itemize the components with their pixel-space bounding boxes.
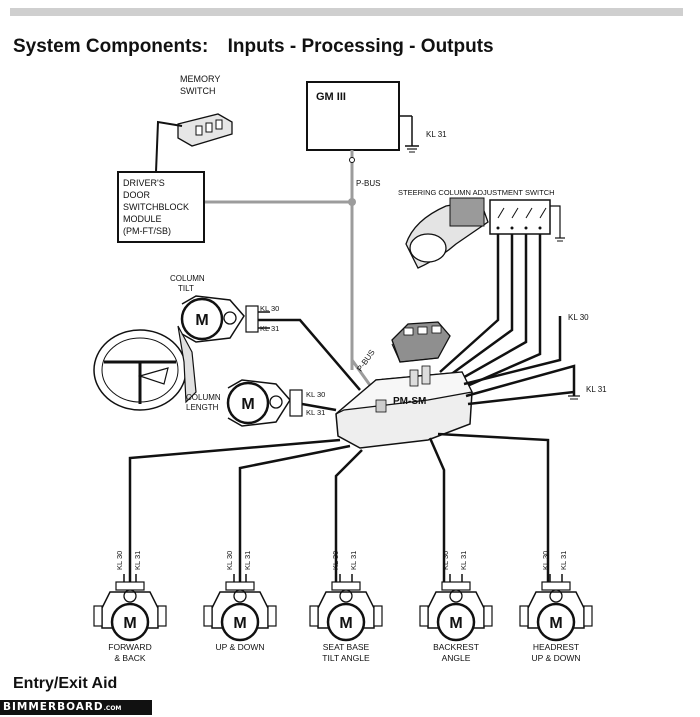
seat-motor-wiring [128,432,550,586]
gm-module-label: GM III [316,91,346,103]
seat-motor-kl31: KL 31 [559,551,568,570]
seat-motor-label: TILT ANGLE [322,653,370,663]
steering-switch-label: STEERING COLUMN ADJUSTMENT SWITCH [398,188,555,197]
seat-motor-label: ANGLE [442,653,471,663]
bimmerboard-logo: BIMMERBOARD.COM [0,700,152,715]
memory-keypad [391,321,451,363]
seat-motor-kl30: KL 30 [541,551,550,570]
tilt-motor-letter: M [195,312,208,329]
footer-title: Entry/Exit Aid [13,675,118,692]
pbus-label-bottom: P-BUS [355,348,376,373]
pmsm-kl30: KL 30 [568,313,589,322]
door-module-label-5: (PM-FT/SB) [123,226,171,236]
pm-sm-module: PM-SM [335,365,473,449]
seat-motor-label: UP & DOWN [216,642,265,652]
length-motor-letter: M [241,396,254,413]
seat-motor-kl30: KL 30 [331,551,340,570]
length-kl30: KL 30 [306,390,325,399]
top-rule [10,8,683,16]
seat-motor-1: M KL 30 KL 31 FORWARD& BACK [93,551,167,663]
column-tilt-label-2: TILT [178,284,194,293]
seat-motor-letter: M [123,615,136,632]
column-tilt-label-1: COLUMN [170,274,205,283]
seat-motor-kl31: KL 31 [349,551,358,570]
memory-switch-label-2: SWITCH [180,86,216,96]
column-length-motor: COLUMN LENGTH M KL 30 KL 31 [186,379,337,427]
column-tilt-motor: COLUMN TILT M KL 30 KL 31 [170,274,361,391]
tilt-kl31: KL 31 [260,324,279,333]
gm-kl31: KL 31 [426,130,447,139]
length-kl31: KL 31 [306,408,325,417]
seat-motors: M KL 30 KL 31 FORWARD& BACK M KL 30 KL 31 UP & … [93,551,593,663]
seat-motor-letter: M [339,615,352,632]
seat-motor-label: BACKREST [433,642,479,652]
tilt-kl30: KL 30 [260,304,279,313]
seat-motor-kl31: KL 31 [133,551,142,570]
seat-motor-kl30: KL 30 [115,551,124,570]
seat-motor-kl30: KL 30 [441,551,450,570]
column-length-label-1: COLUMN [186,393,221,402]
column-length-label-2: LENGTH [186,403,219,412]
seat-motor-label: HEADREST [533,642,579,652]
door-module-label-4: MODULE [123,214,162,224]
seat-motor-label: UP & DOWN [532,653,581,663]
gm-module: GM III KL 31 [306,81,447,153]
seat-motor-letter: M [233,615,246,632]
seat-motor-letter: M [449,615,462,632]
seat-motor-label: SEAT BASE [323,642,370,652]
title-part-1: System Components: [13,36,209,57]
pmsm-kl31: KL 31 [586,385,607,394]
door-module: DRIVER'S DOOR SWITCHBLOCK MODULE (PM-FT/… [117,171,205,243]
seat-motor-2: M KL 30 KL 31 UP & DOWN [203,551,277,652]
seat-motor-label: FORWARD [108,642,151,652]
title-part-2: Inputs - Processing - Outputs [227,36,494,57]
page-title: System Components: Inputs - Processing -… [13,36,508,58]
memory-switch-label-1: MEMORY [180,74,220,84]
pm-sm-power: KL 30 KL 31 [463,313,607,406]
seat-motor-kl31: KL 31 [459,551,468,570]
door-module-label-1: DRIVER'S [123,178,165,188]
steering-column-switch: STEERING COLUMN ADJUSTMENT SWITCH [398,188,565,392]
seat-motor-kl30: KL 30 [225,551,234,570]
memory-switch: MEMORY SWITCH [155,74,233,173]
door-module-label-2: DOOR [123,190,151,200]
pbus-line: P-BUS P-BUS [204,150,380,389]
seat-motor-kl31: KL 31 [243,551,252,570]
seat-motor-letter: M [549,615,562,632]
pbus-label-top: P-BUS [356,179,380,188]
seat-motor-label: & BACK [114,653,146,663]
door-module-label-3: SWITCHBLOCK [123,202,189,212]
steering-wheel [93,325,197,411]
pm-sm-label: PM-SM [393,396,426,407]
